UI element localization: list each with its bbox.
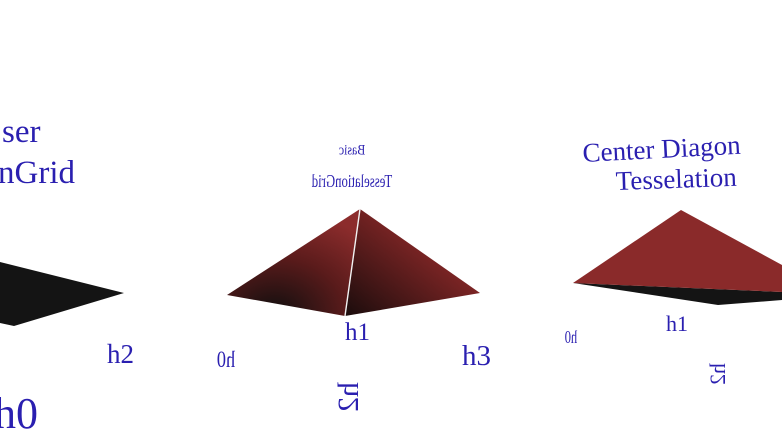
left-surface-face — [0, 262, 124, 326]
middle-pyramid-right-face — [345, 209, 480, 316]
left-label-h0: h0 — [0, 389, 38, 438]
middle-title-line1: Basic — [339, 141, 365, 157]
middle-title-line2: TesselationGrid — [312, 172, 393, 192]
right-label-h1: h1 — [666, 311, 688, 336]
middle-label-h3: h3 — [462, 340, 491, 372]
left-panel: ser nGrid h2 h0 — [0, 114, 134, 438]
middle-label-h1: h1 — [345, 319, 370, 346]
left-title-line1: ser — [2, 114, 40, 150]
right-surface-dark-face — [573, 283, 782, 305]
left-label-h2: h2 — [107, 339, 134, 369]
left-title-line2: nGrid — [0, 155, 75, 191]
middle-label-h0: h0 — [217, 346, 235, 373]
right-label-h2: h2 — [705, 363, 730, 385]
right-panel: Center Diagon Tesselation h1 h0 h2 — [565, 130, 782, 385]
right-label-h0: h0 — [565, 328, 578, 348]
right-surface-red-face — [573, 210, 782, 292]
middle-panel: Basic TesselationGrid h1 h3 h0 h2 — [217, 141, 491, 412]
middle-pyramid-left-face — [227, 209, 360, 316]
right-title-line2: Tesselation — [615, 162, 738, 196]
middle-label-h2: h2 — [332, 382, 365, 412]
middle-diagonal-edge — [344, 208, 361, 317]
